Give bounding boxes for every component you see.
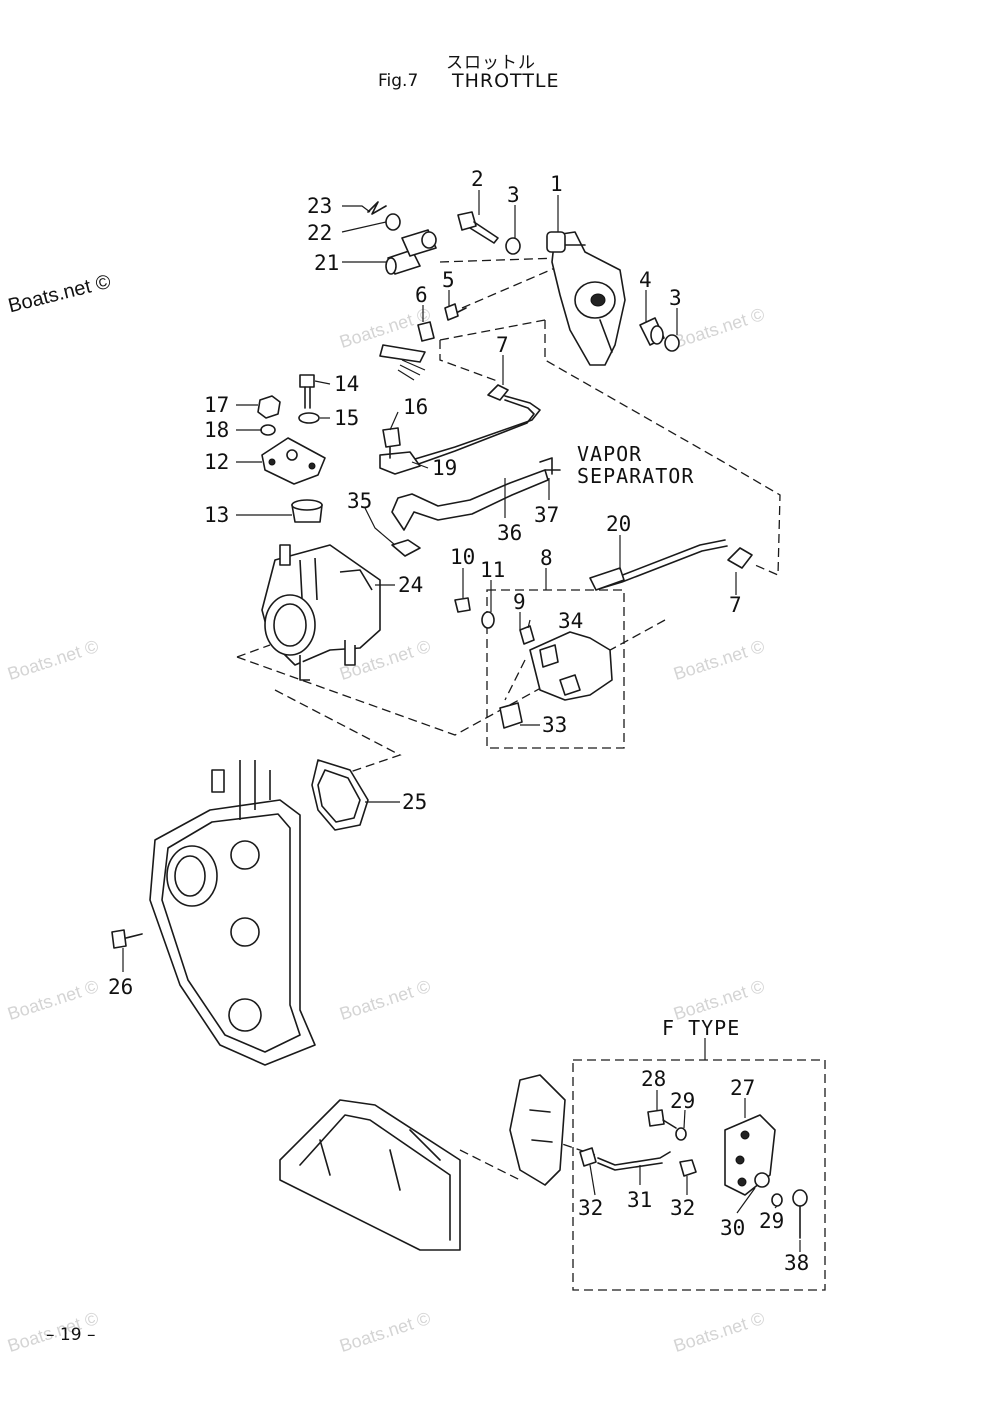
- callout-21: 21: [314, 251, 339, 275]
- callout-32: 32: [578, 1196, 603, 1220]
- pin-38: [792, 1189, 808, 1239]
- clip-32: [579, 1147, 597, 1167]
- throttle-lever-bracket: [546, 231, 626, 366]
- nut-17: [257, 395, 281, 419]
- clip-37: [539, 457, 561, 475]
- callout-35: 35: [347, 489, 372, 513]
- callout-24: 24: [398, 573, 423, 597]
- bolt-28: [647, 1109, 677, 1129]
- callout-3: 3: [669, 286, 682, 310]
- throttle-body-24: [261, 544, 381, 681]
- note-vapor: VAPOR: [577, 442, 642, 466]
- bolt-14: [299, 374, 315, 409]
- callout-29: 29: [759, 1209, 784, 1233]
- callout-5: 5: [442, 268, 455, 292]
- page-number: – 19 –: [46, 1325, 96, 1345]
- clip-7: [487, 384, 509, 401]
- collar-4: [639, 317, 665, 346]
- callout-7: 7: [496, 333, 509, 357]
- washer-3: [664, 334, 680, 352]
- bolt-26: [111, 929, 143, 949]
- callout-7: 7: [729, 593, 742, 617]
- washer-29: [675, 1127, 687, 1141]
- joint-22: [401, 229, 437, 257]
- screw-5: [444, 303, 467, 321]
- clip-7: [727, 547, 753, 569]
- callout-6: 6: [415, 283, 428, 307]
- assembly-lines: [236, 257, 826, 1291]
- figure-number: Fig.7: [378, 71, 419, 91]
- callout-19: 19: [432, 456, 457, 480]
- callout-9: 9: [513, 590, 526, 614]
- link-plate: [379, 344, 426, 381]
- rod-31: [597, 1151, 671, 1166]
- throttle-rod: [404, 395, 541, 463]
- washer-11: [481, 611, 495, 629]
- callout-31: 31: [627, 1188, 652, 1212]
- note-separator: SEPARATOR: [577, 464, 694, 488]
- hose-36: [391, 469, 549, 531]
- callout-4: 4: [639, 268, 652, 292]
- clamp-35: [391, 539, 421, 557]
- callout-2: 2: [471, 167, 484, 191]
- washer-3: [505, 237, 521, 255]
- plate-12: [261, 437, 326, 485]
- engine-base: [279, 1099, 461, 1251]
- callout-25: 25: [402, 790, 427, 814]
- intake-manifold: [149, 760, 316, 1066]
- note-f-type: F TYPE: [662, 1016, 740, 1040]
- callout-3: 3: [507, 183, 520, 207]
- callout-12: 12: [204, 450, 229, 474]
- callout-11: 11: [480, 558, 505, 582]
- washer-22: [385, 213, 401, 231]
- callout-37: 37: [534, 503, 559, 527]
- figure-title-japanese: スロットル: [446, 53, 536, 73]
- grommet-13: [291, 499, 323, 523]
- callout-30: 30: [720, 1216, 745, 1240]
- callout-38: 38: [784, 1251, 809, 1275]
- callout-26: 26: [108, 975, 133, 999]
- callout-20: 20: [606, 512, 631, 536]
- callout-22: 22: [307, 221, 332, 245]
- collar-30: [754, 1172, 770, 1188]
- callout-23: 23: [307, 194, 332, 218]
- washer-18: [260, 424, 276, 436]
- callout-labels: 1 2 3 3 4 5 6 7 7 8 9 10 11 12 13 14 15 …: [108, 167, 809, 1275]
- leader-lines: [122, 190, 801, 1252]
- callout-18: 18: [204, 418, 229, 442]
- clip-32: [679, 1159, 697, 1177]
- callout-8: 8: [540, 546, 553, 570]
- callout-14: 14: [334, 372, 359, 396]
- lever-bracket-f: [509, 1074, 566, 1186]
- figure-title: THROTTLE: [452, 70, 560, 92]
- callout-29: 29: [670, 1089, 695, 1113]
- gasket-25: [311, 759, 369, 831]
- screw-10: [454, 597, 471, 613]
- callout-36: 36: [497, 521, 522, 545]
- callout-17: 17: [204, 393, 229, 417]
- clip-23: [367, 201, 387, 215]
- washer-15: [298, 412, 320, 424]
- callout-28: 28: [641, 1067, 666, 1091]
- bolt-2: [457, 211, 499, 244]
- callout-34: 34: [558, 609, 583, 633]
- callout-13: 13: [204, 503, 229, 527]
- lever-assembly-8: [499, 625, 613, 729]
- collar-6: [417, 321, 435, 342]
- washer-29: [771, 1193, 783, 1207]
- callout-1: 1: [550, 172, 563, 196]
- callout-15: 15: [334, 406, 359, 430]
- callout-32: 32: [670, 1196, 695, 1220]
- callout-27: 27: [730, 1076, 755, 1100]
- callout-16: 16: [403, 395, 428, 419]
- callout-10: 10: [450, 545, 475, 569]
- callout-33: 33: [542, 713, 567, 737]
- ball-joint-16: [382, 427, 401, 459]
